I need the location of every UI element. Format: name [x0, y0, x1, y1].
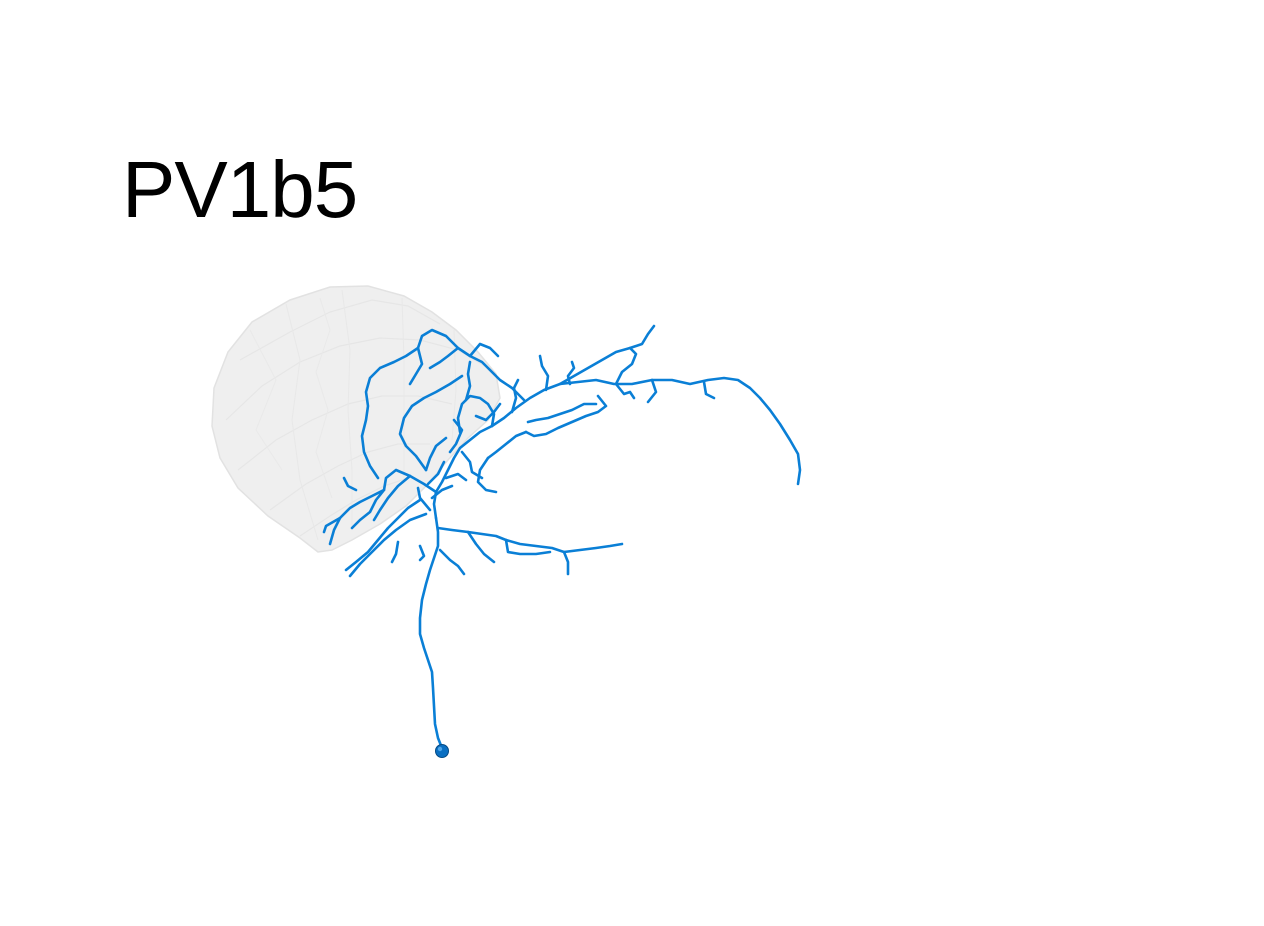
neuron-skeleton-icon [322, 324, 802, 750]
long-right-arbor [490, 376, 802, 486]
neuropil-surface [211, 285, 501, 553]
soma-sphere-icon [435, 744, 449, 758]
trunk [432, 424, 494, 520]
neuropil-mesh-icon [211, 285, 501, 553]
primary-neurite [418, 516, 444, 750]
neuron-title: PV1b5 [122, 145, 358, 234]
